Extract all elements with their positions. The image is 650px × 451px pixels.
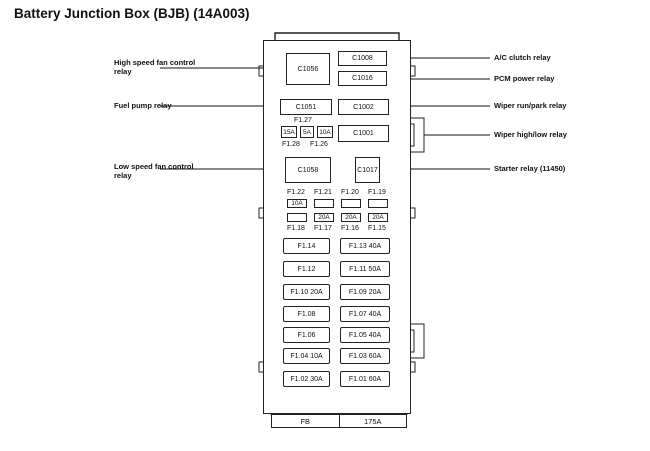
label-f119: F1.19 bbox=[368, 189, 386, 196]
footer-fb: FB bbox=[272, 415, 340, 427]
fuse-f118 bbox=[287, 213, 307, 222]
maxi-fuse-f105: F1.05 40A bbox=[340, 327, 390, 343]
box-footer: FB 175A bbox=[271, 414, 407, 428]
label-f126: F1.26 bbox=[310, 141, 328, 148]
callout-high-speed-fan-line1: High speed fan control bbox=[114, 58, 196, 67]
maxi-fuse-f102: F1.02 30A bbox=[283, 371, 330, 387]
callout-fuel-pump: Fuel pump relay bbox=[114, 101, 172, 110]
fuse-f116: 20A bbox=[341, 213, 361, 222]
label-f118: F1.18 bbox=[287, 225, 305, 232]
label-f127: F1.27 bbox=[294, 117, 312, 124]
maxi-fuse-f108: F1.08 bbox=[283, 306, 330, 322]
relay-c1002: C1002 bbox=[338, 99, 389, 115]
label-f128: F1.28 bbox=[282, 141, 300, 148]
label-f122: F1.22 bbox=[287, 189, 305, 196]
relay-c1051: C1051 bbox=[280, 99, 332, 115]
fuse-f122: 10A bbox=[287, 199, 307, 208]
maxi-fuse-f106: F1.06 bbox=[283, 327, 330, 343]
footer-175a: 175A bbox=[363, 416, 382, 426]
label-f120: F1.20 bbox=[341, 189, 359, 196]
callout-wiper-high-low: Wiper high/low relay bbox=[494, 130, 567, 139]
fuse-f120 bbox=[341, 199, 361, 208]
maxi-fuse-f101: F1.01 60A bbox=[340, 371, 390, 387]
callout-high-speed-fan-line2: relay bbox=[114, 67, 132, 76]
relay-c1008: C1008 bbox=[338, 51, 387, 66]
fuse-15a: 15A bbox=[281, 126, 297, 138]
callout-low-speed-fan-line1: Low speed fan control bbox=[114, 162, 194, 171]
side-notches bbox=[258, 65, 416, 373]
fuse-f119 bbox=[368, 199, 388, 208]
callout-low-speed-fan-line2: relay bbox=[114, 171, 132, 180]
fuse-10a: 10A bbox=[317, 126, 333, 138]
label-f117: F1.17 bbox=[314, 225, 332, 232]
callout-pcm-power: PCM power relay bbox=[494, 74, 555, 83]
callout-starter: Starter relay (11450) bbox=[494, 164, 566, 173]
callout-high-speed-fan: High speed fan control relay bbox=[114, 58, 195, 76]
fuse-f117: 20A bbox=[314, 213, 334, 222]
fuse-f115: 20A bbox=[368, 213, 388, 222]
maxi-fuse-f114: F1.14 bbox=[283, 238, 330, 254]
relay-c1001: C1001 bbox=[338, 125, 389, 142]
label-f115: F1.15 bbox=[368, 225, 386, 232]
relay-c1016: C1016 bbox=[338, 71, 387, 86]
maxi-fuse-f112: F1.12 bbox=[283, 261, 330, 277]
label-f121: F1.21 bbox=[314, 189, 332, 196]
fuse-5a: 5A bbox=[300, 126, 314, 138]
label-f116: F1.16 bbox=[341, 225, 359, 232]
callout-wiper-run-park: Wiper run/park relay bbox=[494, 101, 567, 110]
maxi-fuse-f110: F1.10 20A bbox=[283, 284, 330, 300]
maxi-fuse-f104: F1.04 10A bbox=[283, 348, 330, 364]
fuse-f121 bbox=[314, 199, 334, 208]
maxi-fuse-f103: F1.03 60A bbox=[340, 348, 390, 364]
maxi-fuse-f113: F1.13 40A bbox=[340, 238, 390, 254]
maxi-fuse-f107: F1.07 40A bbox=[340, 306, 390, 322]
maxi-fuse-f111: F1.11 50A bbox=[340, 261, 390, 277]
diagram-title: Battery Junction Box (BJB) (14A003) bbox=[14, 6, 250, 21]
relay-c1017: C1017 bbox=[355, 157, 380, 183]
box-top-cap bbox=[274, 32, 400, 40]
relay-c1058: C1058 bbox=[285, 157, 331, 183]
callout-low-speed-fan: Low speed fan control relay bbox=[114, 162, 194, 180]
maxi-fuse-f109: F1.09 20A bbox=[340, 284, 390, 300]
relay-c1056: C1056 bbox=[286, 53, 330, 85]
callout-ac-clutch: A/C clutch relay bbox=[494, 53, 551, 62]
